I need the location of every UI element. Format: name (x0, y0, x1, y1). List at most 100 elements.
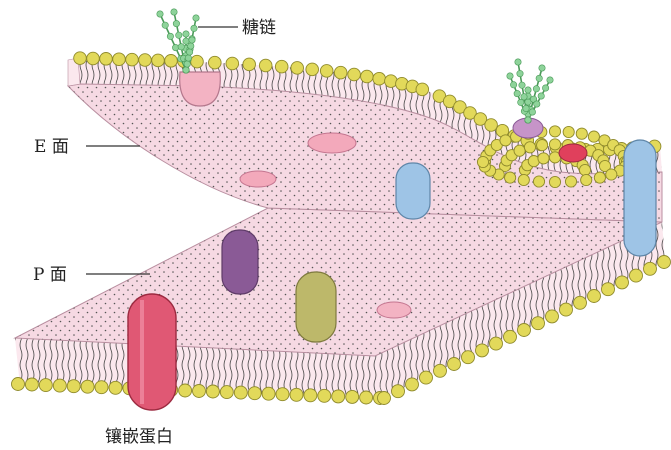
e-face-label: E 面 (34, 137, 69, 157)
lipid-head (537, 140, 548, 151)
lipid-head (538, 153, 549, 164)
lipid-head (126, 53, 139, 66)
lipid-head (448, 358, 461, 371)
sugar-unit (514, 90, 520, 96)
sugar-unit (542, 85, 548, 91)
sugar-unit (171, 9, 177, 15)
sugar-unit (183, 31, 189, 37)
lipid-head (532, 317, 545, 330)
lipid-head (318, 389, 331, 402)
e-face-protein-blue (396, 163, 430, 219)
lipid-head (533, 176, 544, 187)
lipid-head (74, 52, 87, 65)
lipid-head (248, 387, 261, 400)
lipid-head (434, 364, 447, 377)
glycan-label: 糖链 (242, 18, 276, 38)
sugar-unit (534, 101, 540, 107)
embedded-protein-red (128, 294, 176, 410)
lipid-head (348, 68, 361, 81)
sugar-unit (183, 67, 189, 73)
lipid-head (191, 55, 204, 68)
lipid-head (334, 66, 347, 79)
sugar-unit (523, 105, 529, 111)
sugar-unit (186, 49, 192, 55)
p-face-protein-olive (296, 272, 336, 342)
lipid-head (360, 391, 373, 404)
lipid-head (462, 351, 475, 364)
transmembrane-protein-blue (624, 140, 656, 256)
dome-protein-red (559, 144, 587, 162)
lipid-head (306, 63, 319, 76)
lipid-head (606, 169, 617, 180)
lipid-head (560, 303, 573, 316)
sugar-unit (525, 117, 531, 123)
lipid-head (505, 172, 516, 183)
sugar-unit (193, 15, 199, 21)
lipid-head (291, 62, 304, 75)
lipid-head (220, 386, 233, 399)
lipid-head (113, 53, 126, 66)
lipid-head (320, 65, 333, 78)
embedded-protein-label: 镶嵌蛋白 (105, 426, 173, 447)
lipid-head (378, 392, 391, 405)
lipid-head (518, 174, 529, 185)
lipid-head (276, 388, 289, 401)
lipid-head (477, 156, 488, 167)
sugar-unit (173, 20, 179, 26)
lipid-head (25, 378, 38, 391)
lipid-head (290, 388, 303, 401)
lipid-head (549, 176, 560, 187)
lipid-head (53, 379, 66, 392)
lipid-head (594, 172, 605, 183)
lipid-head (39, 379, 52, 392)
lipid-head (658, 256, 671, 269)
sugar-unit (188, 43, 194, 49)
glycoprotein-pink (180, 72, 221, 106)
lipid-head (565, 176, 576, 187)
sugar-unit (507, 73, 513, 79)
lipid-head (602, 283, 615, 296)
sugar-unit (536, 75, 542, 81)
lipid-head (385, 75, 398, 88)
sugar-unit (529, 109, 535, 115)
lipid-head (588, 131, 599, 142)
e-face-particle-1 (308, 133, 356, 153)
lipid-head (262, 387, 275, 400)
lipid-head (563, 126, 574, 137)
lipid-head (485, 119, 498, 132)
lipid-head (392, 385, 405, 398)
lipid-head (518, 324, 531, 337)
sugar-unit (184, 61, 190, 67)
lipid-head (87, 52, 100, 65)
lipid-head (206, 385, 219, 398)
sugar-unit (533, 86, 539, 92)
lipid-head (476, 344, 489, 357)
lipid-head (12, 378, 25, 391)
lipid-head (420, 371, 433, 384)
sugar-unit (185, 55, 191, 61)
lipid-head (243, 58, 256, 71)
lipid-head (95, 381, 108, 394)
sugar-unit (547, 77, 553, 83)
sugar-unit (539, 65, 545, 71)
sugar-unit (538, 93, 544, 99)
lipid-head (193, 385, 206, 398)
lipid-head (546, 310, 559, 323)
e-face-particle-2 (240, 171, 276, 187)
lipid-head (581, 174, 592, 185)
p-face-protein-purple (222, 230, 258, 294)
lipid-head (588, 290, 601, 303)
lipid-head (514, 145, 525, 156)
lipid-head (500, 135, 511, 146)
lipid-head (139, 54, 152, 67)
lipid-head (226, 57, 239, 70)
sugar-unit (191, 25, 197, 31)
lipid-head (576, 128, 587, 139)
lipid-head (549, 126, 560, 137)
lipid-head (109, 381, 122, 394)
sugar-unit (157, 11, 163, 17)
lipid-head (644, 262, 657, 275)
lipid-head (81, 380, 94, 393)
lipid-head (504, 330, 517, 343)
